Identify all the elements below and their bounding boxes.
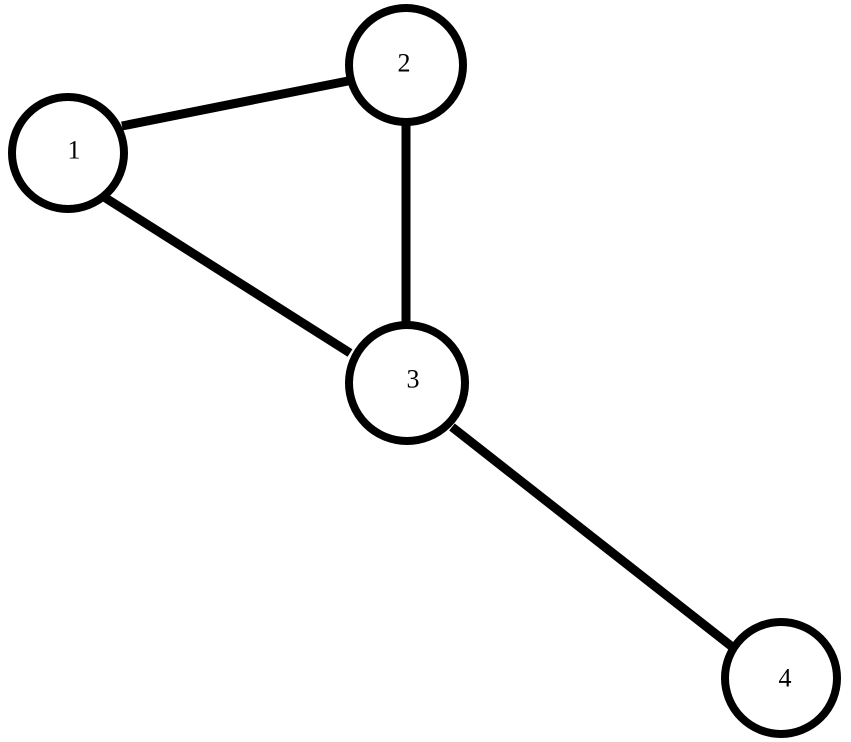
- node-1-circle: [8, 93, 128, 213]
- node-4-label: 4: [779, 664, 792, 693]
- node-4: 4: [721, 618, 841, 738]
- edges-group: [101, 76, 743, 657]
- edge-1-2: [121, 76, 349, 131]
- node-2: 2: [345, 4, 467, 126]
- node-1: 1: [8, 93, 128, 213]
- node-3-circle: [345, 321, 469, 445]
- node-4-circle: [721, 618, 841, 738]
- node-2-label: 2: [398, 49, 411, 78]
- node-3: 3: [345, 321, 469, 445]
- edge-3-4: [449, 423, 743, 657]
- node-2-circle: [345, 4, 467, 126]
- edge-1-3: [101, 193, 353, 357]
- node-1-label: 1: [68, 136, 81, 165]
- node-3-label: 3: [407, 365, 420, 394]
- nodes-group: 1 2 3 4: [8, 4, 841, 738]
